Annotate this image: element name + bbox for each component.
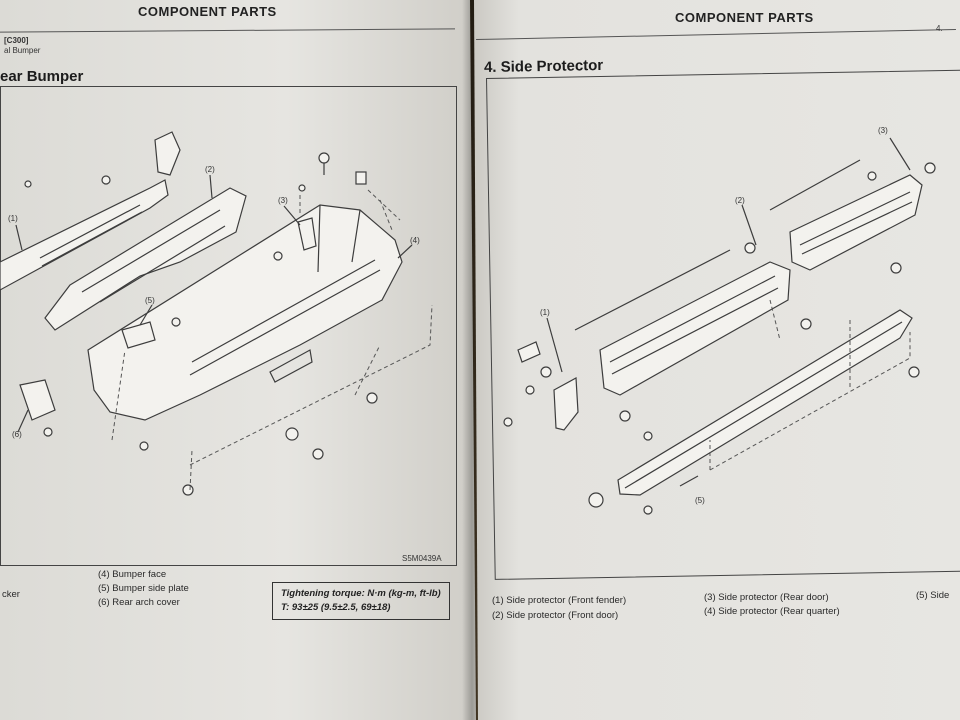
- right-page-header: COMPONENT PARTS: [675, 10, 814, 25]
- side-protector-rear-door-part: [789, 174, 923, 271]
- rear-bumper-exploded-diagram: [0, 131, 433, 496]
- torque-title: Tightening torque: N·m (kg-m, ft-lb): [281, 588, 441, 599]
- callout-2: (2): [205, 165, 215, 174]
- callout-4: (4): [410, 236, 420, 245]
- left-legend-item-4: (4) Bumper face: [98, 569, 167, 580]
- callout-3: (3): [278, 196, 288, 205]
- left-legend-item-1: cker: [2, 589, 20, 600]
- bumper-absorber-part: [44, 187, 247, 331]
- right-legend-item-4: (4) Side protector (Rear quarter): [704, 606, 840, 617]
- callout-5: (5): [145, 296, 155, 305]
- right-legend-item-1: (1) Side protector (Front fender): [492, 595, 627, 606]
- beam-bracket-part: [154, 131, 181, 176]
- figure-code: S5M0439A: [402, 554, 442, 563]
- right-legend-item-3: (3) Side protector (Rear door): [704, 592, 829, 603]
- side-protector-exploded-diagram: [503, 137, 936, 515]
- torque-box: Tightening torque: N·m (kg-m, ft-lb) T: …: [272, 582, 450, 620]
- callout-1: (1): [8, 214, 18, 223]
- left-page-tag: [C300]: [4, 36, 29, 45]
- right-legend-item-5: (5) Side: [916, 590, 950, 601]
- right-legend-item-2: (2) Side protector (Front door): [492, 610, 619, 621]
- bumper-face-part: [87, 204, 403, 421]
- callout-6: (6): [12, 430, 22, 439]
- left-legend-item-5: (5) Bumper side plate: [98, 583, 189, 594]
- right-page-corner: 4.: [936, 24, 943, 33]
- left-page-subtag: al Bumper: [4, 46, 41, 55]
- torque-value: T: 93±25 (9.5±2.5, 69±18): [281, 602, 391, 613]
- right-manual-page: COMPONENT PARTS 4. 4. Side Protector (1)…: [474, 0, 960, 720]
- side-protector-front-door-part: [599, 261, 791, 396]
- callout-r3: (3): [878, 126, 888, 135]
- bracket-part-3: [297, 217, 317, 251]
- left-diagram-frame: [0, 86, 457, 566]
- side-protector-front-fender-part: [553, 377, 579, 431]
- rear-arch-cover-part: [19, 379, 56, 421]
- callout-r2: (2): [735, 196, 745, 205]
- left-section-title: ear Bumper: [0, 68, 84, 85]
- callout-r1: (1): [540, 308, 550, 317]
- callout-r5: (5): [695, 496, 705, 505]
- left-manual-page: COMPONENT PARTS [C300] al Bumper ear Bum…: [0, 0, 476, 720]
- left-legend-item-6: (6) Rear arch cover: [98, 597, 180, 608]
- left-page-header: COMPONENT PARTS: [138, 4, 277, 19]
